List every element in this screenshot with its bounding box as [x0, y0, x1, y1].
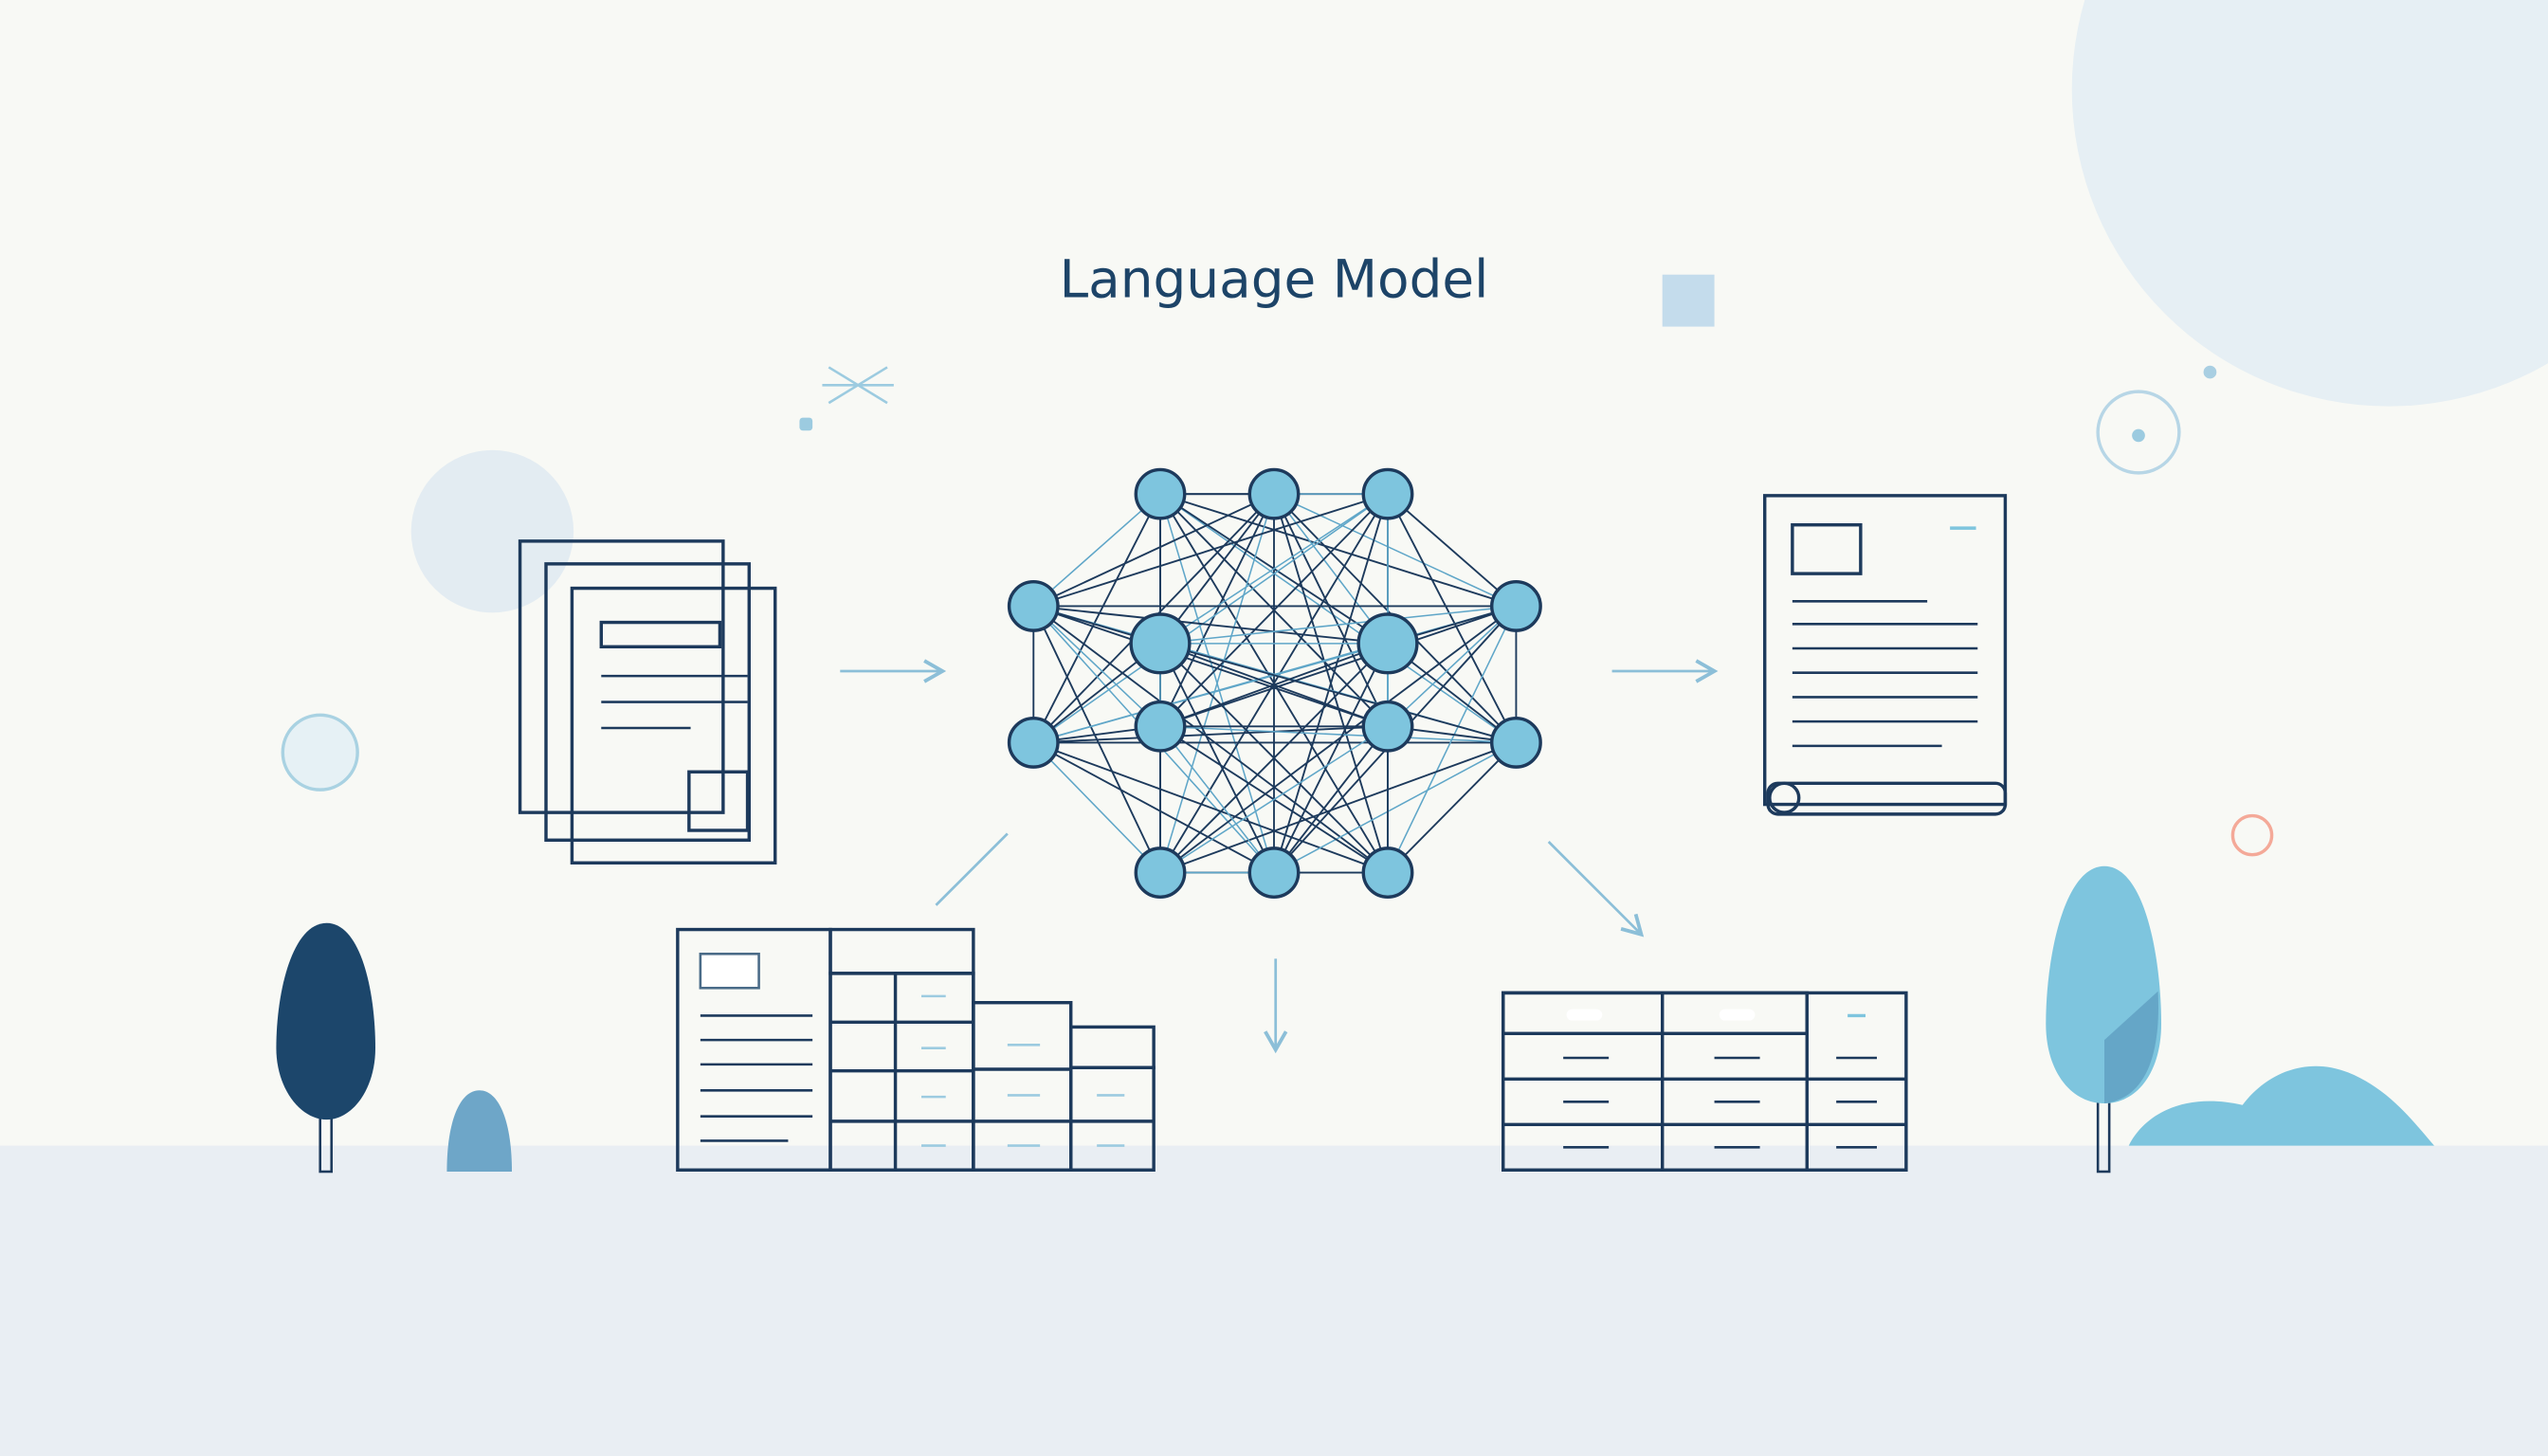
document-stack-icon: [518, 539, 777, 864]
network-edge: [1033, 725, 1389, 744]
network-node: [1490, 716, 1542, 769]
network-edge: [1159, 642, 1389, 728]
network-edge: [1159, 725, 1517, 744]
decorations: [281, 274, 2274, 857]
decorative-circle-large: [2071, 0, 2548, 407]
network-edge: [1273, 493, 1389, 645]
network-edge: [1032, 741, 1389, 874]
network-edge: [1159, 493, 1389, 645]
diagram-title: Language Model: [1060, 249, 1489, 310]
network-edge: [1159, 725, 1389, 874]
network-edge: [1273, 493, 1389, 727]
network-edge: [1032, 605, 1389, 874]
network-edge: [1273, 493, 1517, 608]
network-edge: [1273, 493, 1389, 873]
network-edge: [1159, 493, 1517, 608]
network-edge: [1387, 605, 1517, 727]
network-node: [1129, 612, 1192, 675]
network-edge: [1159, 493, 1389, 727]
network-node: [1490, 580, 1542, 632]
sparkle-icon: [822, 366, 894, 405]
network-edge: [1159, 605, 1517, 645]
network-node: [1007, 580, 1060, 632]
network-edge: [1032, 493, 1161, 608]
network-edge: [1033, 605, 1389, 645]
network-edge: [1273, 725, 1389, 874]
ground: [0, 1145, 2548, 1456]
network-node: [1134, 700, 1187, 753]
network-edge: [1159, 493, 1275, 645]
network-edge: [1032, 605, 1389, 728]
network-edge: [1032, 493, 1389, 744]
network-node: [1007, 716, 1060, 769]
network-node: [1356, 612, 1419, 675]
network-edge: [1387, 493, 1518, 743]
network-edge: [1159, 605, 1517, 728]
neural-network-icon: [1007, 467, 1542, 899]
bush-icon: [2128, 1065, 2434, 1146]
network-edge: [1159, 741, 1517, 874]
network-edge: [1159, 643, 1275, 873]
network-edge: [1159, 493, 1517, 744]
tree-icon: [2046, 865, 2161, 1174]
network-edge: [1159, 493, 1275, 727]
bush-icon: [446, 1090, 512, 1172]
network-node: [1361, 846, 1414, 899]
network-edge: [1032, 605, 1161, 727]
output-document-icon: [1763, 494, 2008, 816]
network-node: [1361, 700, 1414, 753]
network-edge: [1159, 605, 1517, 874]
network-edge: [1159, 493, 1389, 874]
network-node: [1134, 846, 1187, 899]
tree-icon: [276, 922, 375, 1174]
network-edge: [1159, 493, 1275, 873]
network-edge: [1273, 643, 1389, 873]
network-edge: [1159, 643, 1389, 874]
arrow-icon: [840, 659, 1719, 1054]
ring-decoration: [2096, 390, 2181, 475]
network-node: [1134, 467, 1187, 520]
square-decoration: [1662, 274, 1715, 327]
network-node: [1247, 846, 1301, 899]
table-icon: [1502, 991, 1908, 1172]
network-edge: [1033, 493, 1389, 608]
network-edge: [1032, 493, 1275, 608]
network-edge: [1387, 493, 1518, 608]
spreadsheet-icon: [676, 927, 1156, 1172]
network-edge: [1032, 741, 1275, 874]
network-edge: [1273, 741, 1517, 874]
network-edge: [1159, 725, 1275, 874]
network-edge: [1032, 493, 1161, 743]
network-edge: [1387, 741, 1518, 874]
network-node: [1361, 467, 1414, 520]
network-edge: [1032, 741, 1161, 874]
network-node: [1247, 467, 1301, 520]
